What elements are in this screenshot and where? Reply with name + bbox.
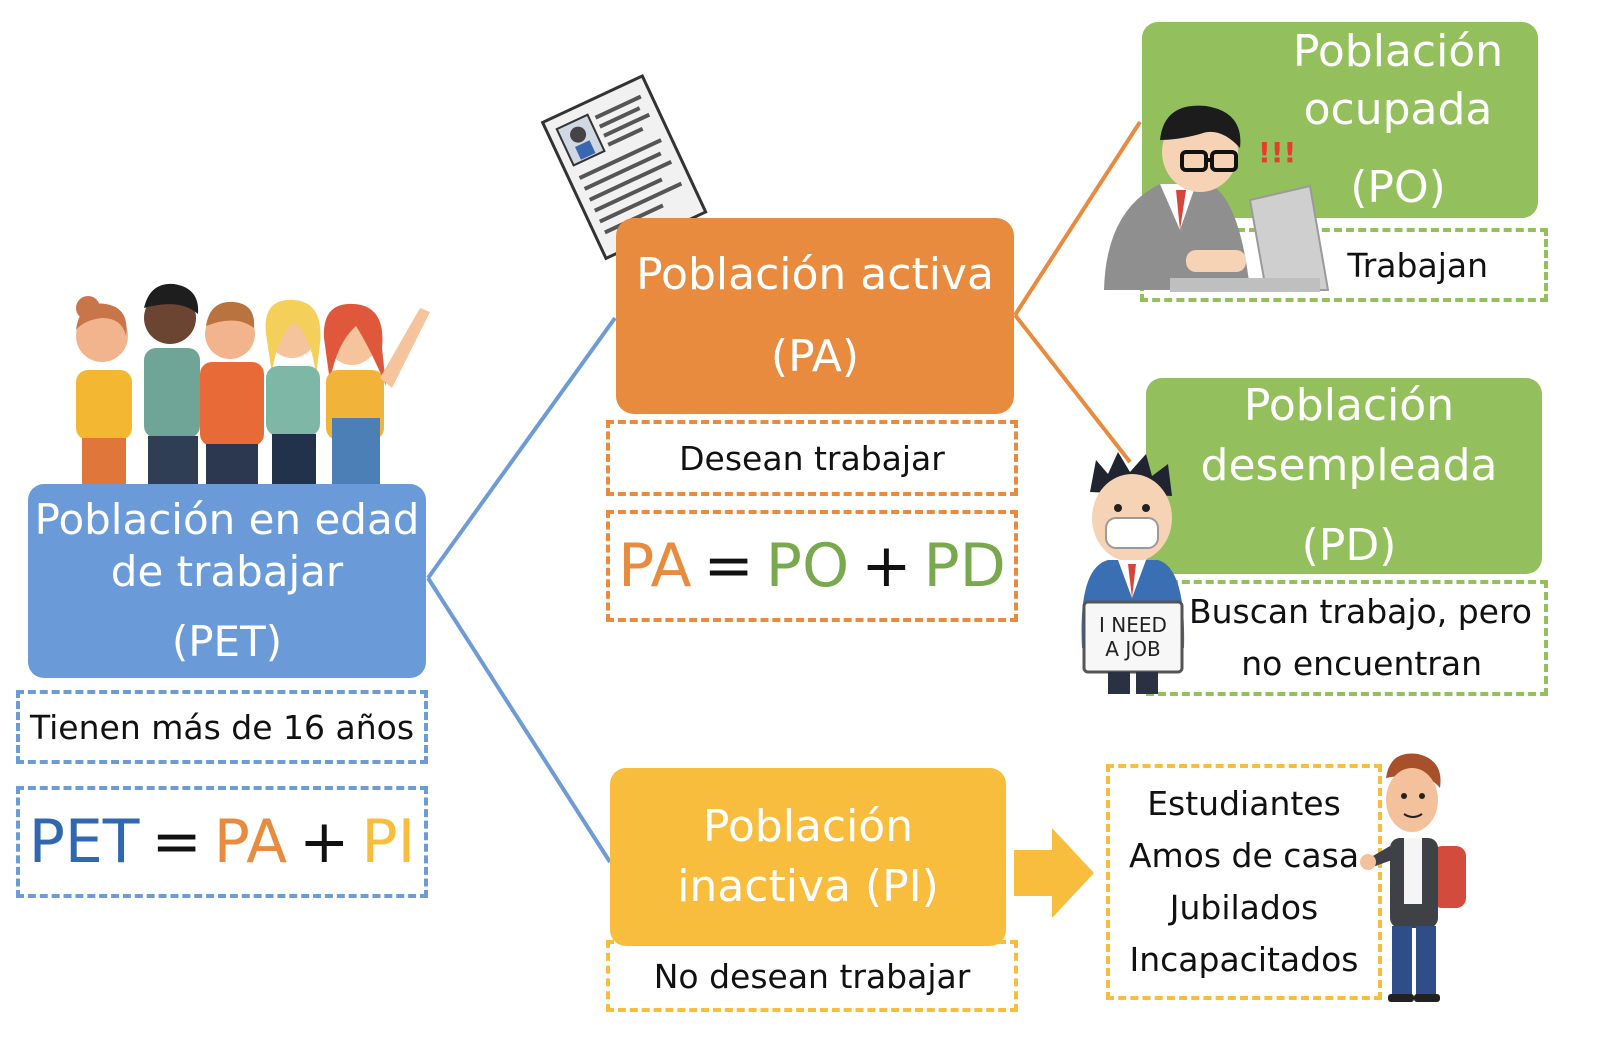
list-item: Incapacitados: [1129, 940, 1359, 979]
connector-pet-pi: [426, 576, 612, 864]
pet-formula-box: PET=PA+PI: [16, 786, 428, 898]
connector-pet-pa: [426, 316, 617, 580]
pi-description-box: No desean trabajar: [606, 940, 1018, 1012]
resume-document-icon: [540, 73, 708, 261]
pd-description-line1: Buscan trabajo, pero: [1188, 592, 1532, 631]
po-abbr: (PO): [1350, 162, 1446, 213]
po-description: Trabajan: [1347, 245, 1488, 285]
formula-pet: PET: [28, 807, 140, 877]
pet-box: Población en edad de trabajar (PET): [28, 484, 426, 678]
list-item: Amos de casa: [1128, 836, 1360, 875]
pa-box: Población activa (PA): [616, 218, 1014, 414]
formula-equals: =: [703, 531, 754, 601]
sign-line1: I NEED: [1099, 613, 1167, 637]
formula-pa: PA: [213, 807, 288, 877]
formula-plus: +: [861, 531, 912, 601]
pa-description: Desean trabajar: [679, 438, 945, 478]
list-item: Jubilados: [1169, 888, 1319, 927]
formula-plus: +: [299, 807, 350, 877]
formula-pi: PI: [361, 807, 416, 877]
exclaim-marks: !!!: [1258, 136, 1296, 169]
connector-pa-pd: [1013, 313, 1132, 464]
pet-description-box: Tienen más de 16 años: [16, 690, 428, 764]
pi-box: Población inactiva (PI): [610, 768, 1006, 946]
pa-abbr: (PA): [770, 331, 860, 382]
pd-title-line1: Población: [1243, 380, 1455, 431]
pi-groups-box: Estudiantes Amos de casa Jubilados Incap…: [1106, 764, 1382, 1000]
pa-formula-box: PA=PO+PD: [606, 510, 1018, 622]
office-worker-illustration: !!!: [1104, 105, 1330, 292]
po-title-line2: ocupada: [1303, 84, 1493, 135]
po-title-line1: Población: [1292, 26, 1504, 77]
pet-abbr: (PET): [171, 617, 283, 666]
student-illustration: [1360, 753, 1466, 1002]
pi-title-line2: inactiva (PI): [677, 861, 939, 912]
pa-title: Población activa: [636, 249, 994, 300]
pd-title-line2: desempleada: [1200, 440, 1498, 491]
pd-abbr: (PD): [1301, 520, 1397, 571]
pet-title-line1: Población en edad: [34, 495, 420, 544]
formula-pa-lhs: PA: [618, 531, 692, 601]
unemployed-man-illustration: I NEED A JOB: [1081, 452, 1185, 694]
pd-box: Población desempleada (PD): [1146, 378, 1542, 574]
formula-po: PO: [765, 531, 850, 601]
list-item: Estudiantes: [1147, 784, 1341, 823]
sign-line2: A JOB: [1105, 637, 1160, 661]
right-arrow-icon: [1014, 828, 1094, 918]
pi-title-line1: Población: [702, 801, 914, 852]
pd-description-line2: no encuentran: [1241, 644, 1482, 683]
formula-pd: PD: [923, 531, 1006, 601]
people-group-illustration: [76, 283, 430, 488]
pi-description: No desean trabajar: [653, 956, 971, 996]
pd-description-box: Buscan trabajo, pero no encuentran: [1146, 580, 1548, 696]
connector-pa-po: [1013, 120, 1142, 317]
pa-description-box: Desean trabajar: [606, 420, 1018, 496]
pet-title-line2: de trabajar: [110, 547, 344, 596]
formula-equals: =: [151, 807, 202, 877]
pet-description: Tienen más de 16 años: [29, 707, 415, 747]
